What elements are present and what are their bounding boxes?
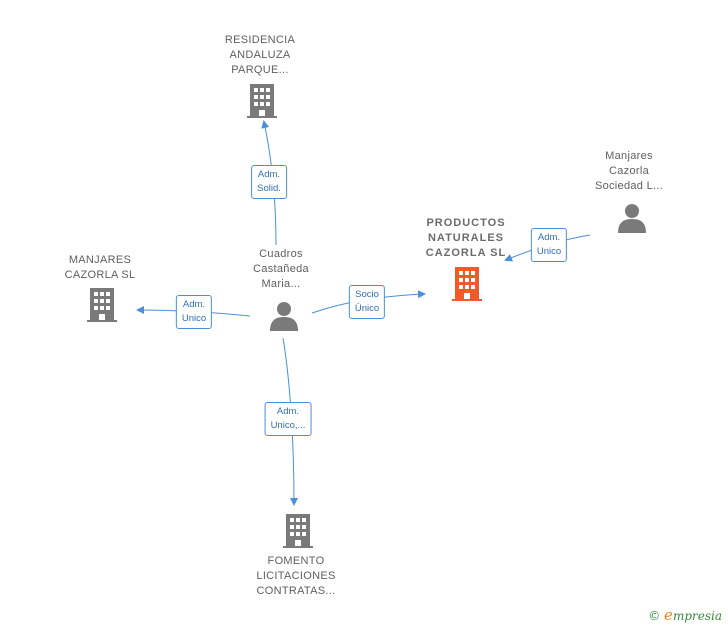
label-line: CAZORLA SL <box>64 269 136 281</box>
label-line: Maria... <box>261 278 301 290</box>
edge-label-line: Adm. <box>257 169 281 180</box>
edge-label-line: Unico <box>536 246 562 257</box>
person-icon[interactable] <box>269 301 299 331</box>
node-label-residencia[interactable]: RESIDENCIA ANDALUZA PARQUE... <box>225 33 295 78</box>
building-icon[interactable] <box>283 514 313 548</box>
person-icon[interactable] <box>617 203 647 233</box>
label-line: PRODUCTOS <box>426 217 506 229</box>
node-label-manjares-sociedad[interactable]: Manjares Cazorla Sociedad L... <box>595 149 663 194</box>
edge-label-line: Solid. <box>257 183 281 194</box>
edge-label-line: Unico,... <box>270 420 306 431</box>
node-label-cuadros[interactable]: Cuadros Castañeda Maria... <box>253 247 309 292</box>
building-icon[interactable] <box>247 84 277 118</box>
brand-initial: e <box>664 606 673 624</box>
label-line: CAZORLA SL <box>425 247 507 259</box>
label-line: FOMENTO <box>267 555 325 567</box>
label-line: Cuadros <box>259 248 303 260</box>
label-line: RESIDENCIA <box>224 34 296 46</box>
edge-label-adm-unico-down[interactable]: Adm. Unico,... <box>264 402 312 436</box>
edge-label-adm-solid[interactable]: Adm. Solid. <box>251 165 287 199</box>
label-line: PARQUE... <box>231 64 289 76</box>
edge-label-line: Adm. <box>182 299 206 310</box>
node-label-fomento[interactable]: FOMENTO LICITACIONES CONTRATAS... <box>256 554 335 599</box>
label-line: CONTRATAS... <box>256 585 336 597</box>
edge-label-adm-unico-left[interactable]: Adm. Unico <box>175 295 213 329</box>
node-label-productos[interactable]: PRODUCTOS NATURALES CAZORLA SL <box>426 216 506 261</box>
label-line: NATURALES <box>427 232 505 244</box>
edge-label-socio-unico[interactable]: Socio Único <box>348 285 386 319</box>
node-label-manjares-sl[interactable]: MANJARES CAZORLA SL <box>65 253 136 283</box>
edge-label-adm-unico-right[interactable]: Adm. Unico <box>530 228 568 262</box>
empresia-logo[interactable]: © empresia <box>648 606 722 624</box>
edge-label-line: Unico <box>181 313 207 324</box>
label-line: Castañeda <box>253 263 309 275</box>
edge-label-line: Socio <box>355 289 379 300</box>
label-line: ANDALUZA <box>229 49 291 61</box>
copyright-symbol: © <box>648 609 661 623</box>
label-line: Sociedad L... <box>594 180 664 192</box>
building-focus-icon[interactable] <box>452 267 482 301</box>
building-icon[interactable] <box>87 288 117 322</box>
label-line: LICITACIONES <box>256 570 336 582</box>
edge-label-line: Adm. <box>276 406 300 417</box>
brand-name: mpresia <box>672 609 722 623</box>
label-line: Manjares <box>605 150 653 162</box>
edge-label-line: Único <box>354 303 380 314</box>
edge-label-line: Adm. <box>537 232 561 243</box>
label-line: MANJARES <box>68 254 132 266</box>
label-line: Cazorla <box>608 165 649 177</box>
